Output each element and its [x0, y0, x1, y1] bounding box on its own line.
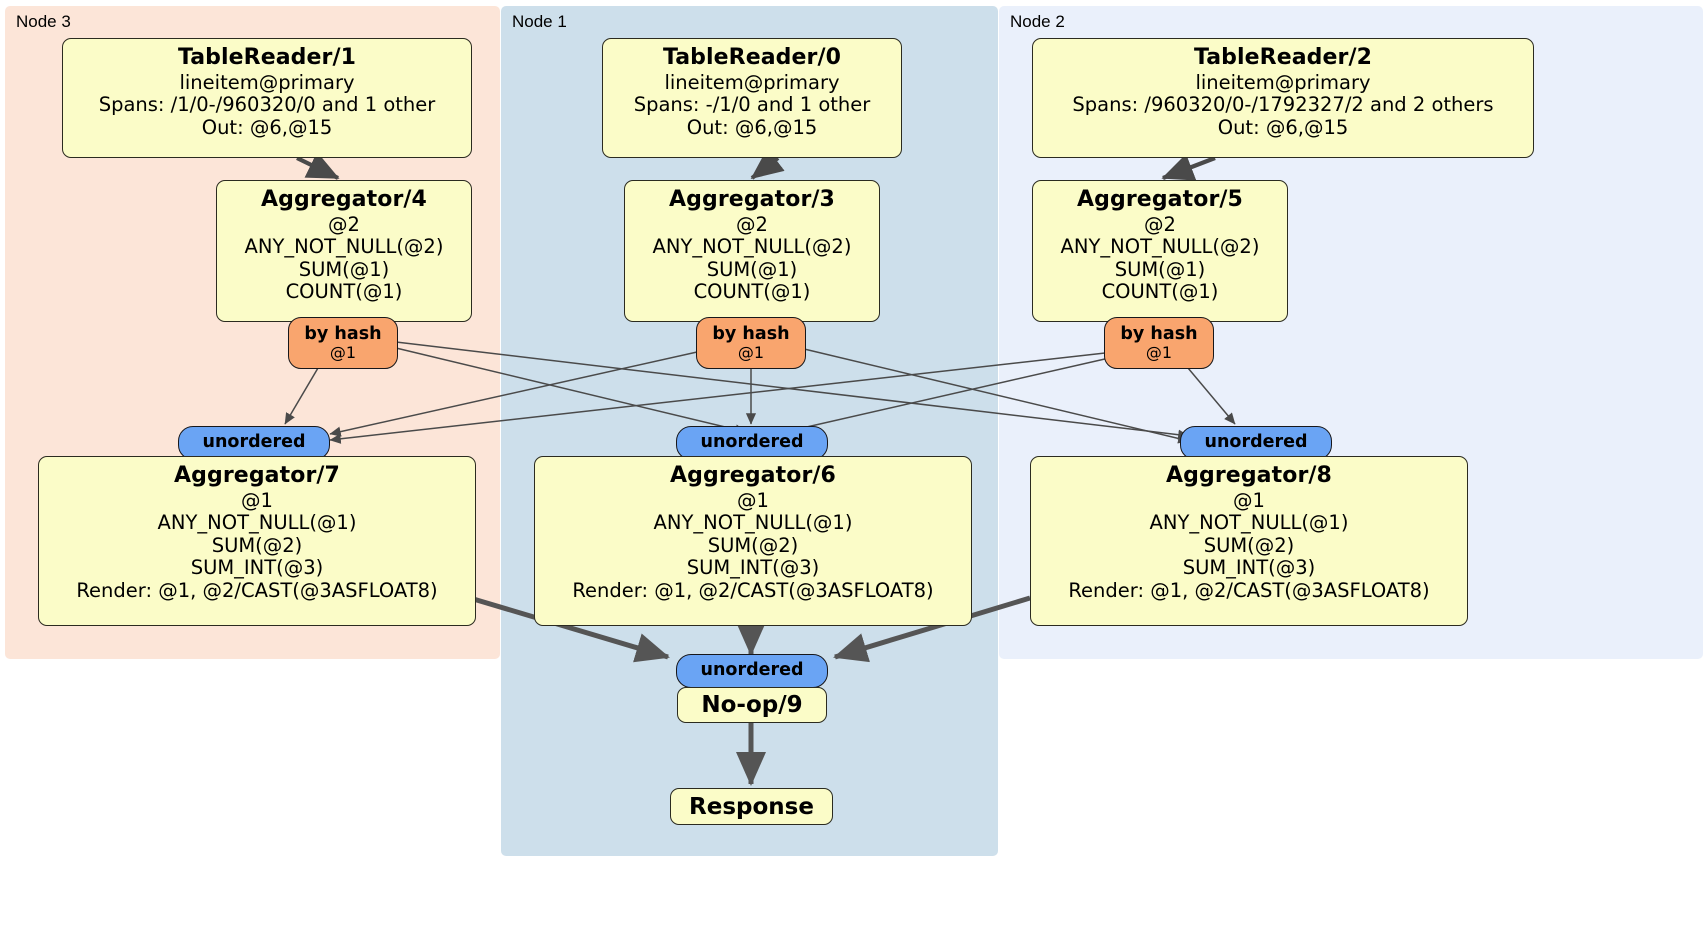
stream-sub: @1 [737, 342, 765, 362]
processor-line: lineitem@primary [179, 70, 355, 94]
stream-by-hash-5[interactable]: by hash @1 [1104, 317, 1214, 369]
stream-label: unordered [202, 432, 306, 453]
processor-line: Out: @6,@15 [201, 115, 333, 139]
processor-title: TableReader/0 [662, 45, 842, 70]
processor-line: Out: @6,@15 [686, 115, 818, 139]
processor-table-reader-2[interactable]: TableReader/2 lineitem@primary Spans: /9… [1032, 38, 1534, 158]
processor-title: Aggregator/6 [670, 463, 836, 488]
processor-line: SUM(@1) [298, 257, 390, 281]
processor-line: ANY_NOT_NULL(@2) [652, 235, 852, 259]
processor-line: SUM(@1) [706, 257, 798, 281]
processor-line: ANY_NOT_NULL(@2) [244, 235, 444, 259]
panel-node-2-label: Node 2 [1010, 12, 1065, 31]
processor-line: SUM_INT(@3) [686, 556, 820, 580]
processor-line: SUM(@2) [707, 533, 799, 557]
processor-line: SUM(@2) [1203, 533, 1295, 557]
processor-table-reader-1[interactable]: TableReader/1 lineitem@primary Spans: /1… [62, 38, 472, 158]
processor-title: No-op/9 [701, 692, 803, 718]
processor-line: COUNT(@1) [1101, 280, 1219, 304]
stream-by-hash-4[interactable]: by hash @1 [288, 317, 398, 369]
processor-line: Out: @6,@15 [1217, 115, 1349, 139]
panel-node-1-label: Node 1 [512, 12, 567, 31]
processor-line: SUM(@2) [211, 533, 303, 557]
processor-line: lineitem@primary [1195, 70, 1371, 94]
processor-line: ANY_NOT_NULL(@1) [1149, 511, 1349, 535]
stream-label: by hash [712, 323, 790, 344]
processor-no-op-9[interactable]: No-op/9 [677, 687, 827, 723]
processor-line: ANY_NOT_NULL(@2) [1060, 235, 1260, 259]
processor-line: Render: @1, @2/CAST(@3ASFLOAT8) [76, 578, 438, 602]
stream-label: unordered [700, 432, 804, 453]
processor-aggregator-3[interactable]: Aggregator/3 @2 ANY_NOT_NULL(@2) SUM(@1)… [624, 180, 880, 322]
stream-sub: @1 [329, 342, 357, 362]
processor-line: ANY_NOT_NULL(@1) [157, 511, 357, 535]
processor-title: Response [689, 793, 814, 820]
processor-title: TableReader/1 [177, 45, 357, 70]
stream-label: by hash [1120, 323, 1198, 344]
processor-line: Render: @1, @2/CAST(@3ASFLOAT8) [1068, 578, 1430, 602]
processor-line: SUM_INT(@3) [190, 556, 324, 580]
stream-unordered-8[interactable]: unordered [1180, 426, 1332, 460]
processor-aggregator-7[interactable]: Aggregator/7 @1 ANY_NOT_NULL(@1) SUM(@2)… [38, 456, 476, 626]
processor-aggregator-6[interactable]: Aggregator/6 @1 ANY_NOT_NULL(@1) SUM(@2)… [534, 456, 972, 626]
processor-aggregator-8[interactable]: Aggregator/8 @1 ANY_NOT_NULL(@1) SUM(@2)… [1030, 456, 1468, 626]
processor-line: lineitem@primary [664, 70, 840, 94]
processor-line: SUM(@1) [1114, 257, 1206, 281]
processor-line: @1 [1233, 488, 1265, 512]
stream-label: unordered [700, 660, 804, 681]
processor-title: Aggregator/5 [1077, 187, 1243, 212]
processor-response[interactable]: Response [670, 788, 833, 825]
processor-title: Aggregator/3 [669, 187, 835, 212]
processor-line: @1 [737, 488, 769, 512]
stream-by-hash-3[interactable]: by hash @1 [696, 317, 806, 369]
processor-line: ANY_NOT_NULL(@1) [653, 511, 853, 535]
processor-line: @2 [736, 212, 768, 236]
stream-unordered-9[interactable]: unordered [676, 654, 828, 688]
processor-aggregator-5[interactable]: Aggregator/5 @2 ANY_NOT_NULL(@2) SUM(@1)… [1032, 180, 1288, 322]
stream-sub: @1 [1145, 342, 1173, 362]
stream-label: by hash [304, 323, 382, 344]
processor-title: TableReader/2 [1193, 45, 1373, 70]
stream-label: unordered [1204, 432, 1308, 453]
processor-title: Aggregator/8 [1166, 463, 1332, 488]
processor-line: @2 [1144, 212, 1176, 236]
processor-line: @2 [328, 212, 360, 236]
processor-aggregator-4[interactable]: Aggregator/4 @2 ANY_NOT_NULL(@2) SUM(@1)… [216, 180, 472, 322]
processor-line: Render: @1, @2/CAST(@3ASFLOAT8) [572, 578, 934, 602]
processor-line: Spans: /1/0-/960320/0 and 1 other [98, 93, 436, 117]
stream-unordered-7[interactable]: unordered [178, 426, 330, 460]
processor-line: @1 [241, 488, 273, 512]
processor-title: Aggregator/7 [174, 463, 340, 488]
processor-line: Spans: /960320/0-/1792327/2 and 2 others [1072, 93, 1494, 117]
processor-line: Spans: -/1/0 and 1 other [633, 93, 871, 117]
processor-line: COUNT(@1) [285, 280, 403, 304]
processor-table-reader-0[interactable]: TableReader/0 lineitem@primary Spans: -/… [602, 38, 902, 158]
panel-node-3-label: Node 3 [16, 12, 71, 31]
stream-unordered-6[interactable]: unordered [676, 426, 828, 460]
processor-title: Aggregator/4 [261, 187, 427, 212]
processor-line: COUNT(@1) [693, 280, 811, 304]
processor-line: SUM_INT(@3) [1182, 556, 1316, 580]
